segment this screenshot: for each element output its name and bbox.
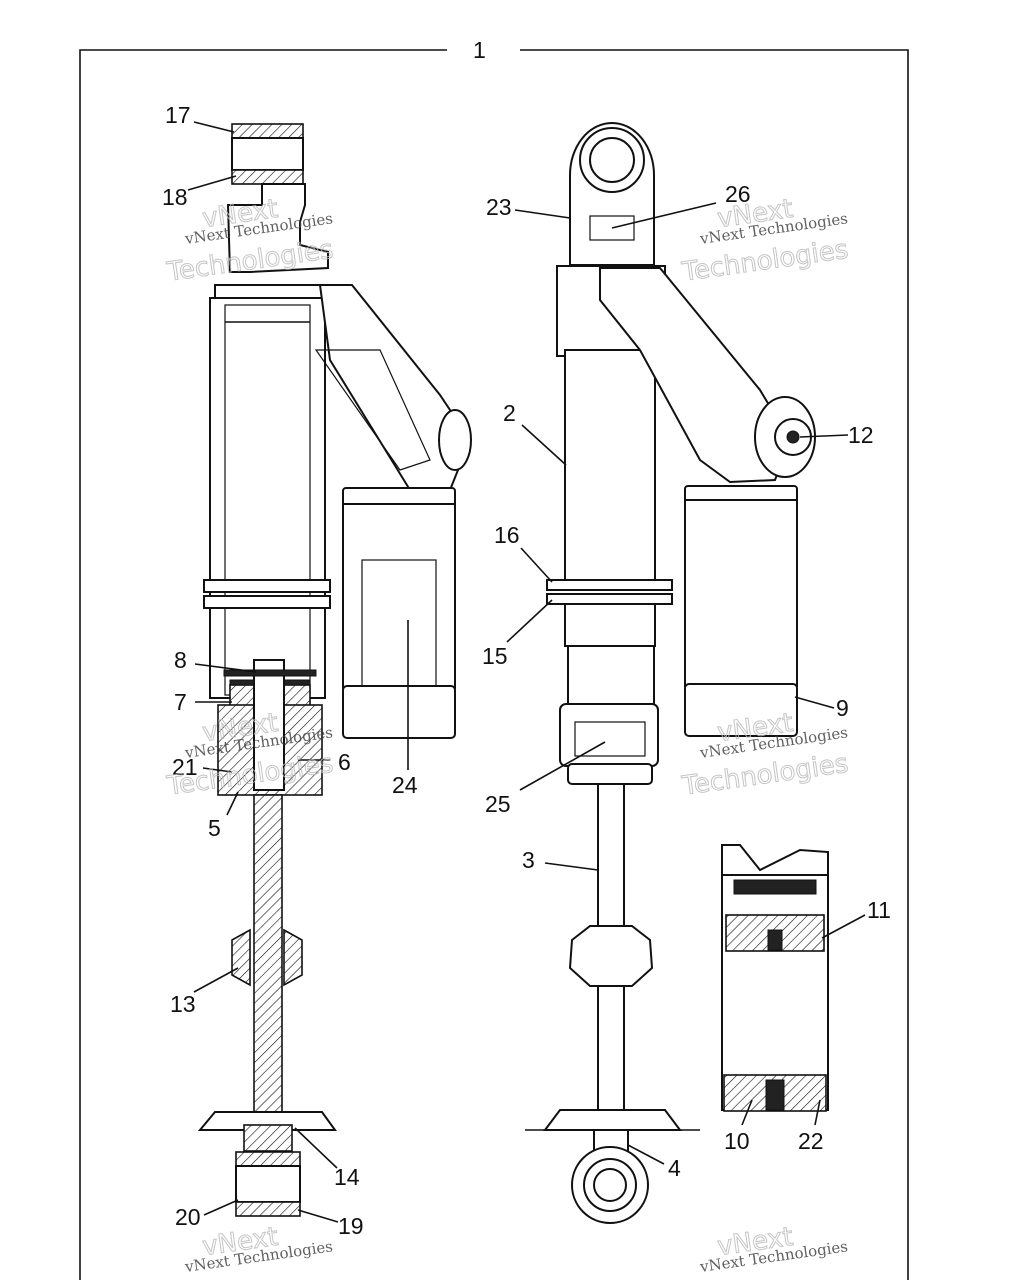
callout-11: 11 [867, 897, 891, 923]
reservoir-arm-right [599, 267, 792, 484]
callout-17: 17 [165, 102, 191, 128]
spring-retainer [543, 1109, 682, 1131]
callout-8: 8 [174, 647, 187, 673]
callout-21: 21 [172, 754, 198, 780]
shaft-cutaway [253, 794, 283, 1126]
callout-22: 22 [798, 1128, 824, 1154]
reservoir-detail-inset [721, 844, 829, 1112]
callout-5: 5 [208, 815, 221, 841]
label-plate [589, 215, 635, 241]
bottom-eyelet-left [235, 1165, 301, 1203]
callout-2: 2 [503, 400, 516, 426]
callout-12: 12 [848, 422, 874, 448]
callout-labels: 17 18 23 26 2 12 16 15 8 7 9 21 6 24 5 2… [162, 102, 891, 1239]
callout-20: 20 [175, 1204, 201, 1230]
leader-lines [187, 121, 866, 1223]
assembly-number-label: 1 [473, 37, 486, 63]
preload-ring-upper [546, 579, 673, 591]
callout-13: 13 [170, 991, 196, 1017]
callout-3: 3 [522, 847, 535, 873]
callout-19: 19 [338, 1213, 364, 1239]
detail-reservoir-body [721, 874, 829, 1111]
eyelet-bearing [231, 137, 304, 171]
callout-23: 23 [486, 194, 512, 220]
callout-25: 25 [485, 791, 511, 817]
right-exterior-shock [525, 122, 816, 1224]
callout-6: 6 [338, 749, 351, 775]
callout-4: 4 [668, 1155, 681, 1181]
callout-16: 16 [494, 522, 520, 548]
callout-10: 10 [724, 1128, 750, 1154]
callout-7: 7 [174, 689, 187, 715]
reservoir-canister [342, 503, 456, 689]
main-body-cutaway [209, 297, 326, 699]
eyelet-top-cap [231, 123, 304, 139]
callout-26: 26 [725, 181, 751, 207]
bump-stop [568, 925, 654, 987]
reservoir-canister-right [684, 499, 798, 687]
left-cutaway-shock [197, 123, 472, 1217]
assembly-frame: 1 [79, 37, 909, 1280]
eyelet-bottom-cap [231, 169, 304, 185]
callout-18: 18 [162, 184, 188, 210]
callout-14: 14 [334, 1164, 360, 1190]
callout-9: 9 [836, 695, 849, 721]
callout-24: 24 [392, 772, 418, 798]
main-body [564, 349, 656, 583]
callout-15: 15 [482, 643, 508, 669]
preload-ring-lower [546, 593, 673, 605]
